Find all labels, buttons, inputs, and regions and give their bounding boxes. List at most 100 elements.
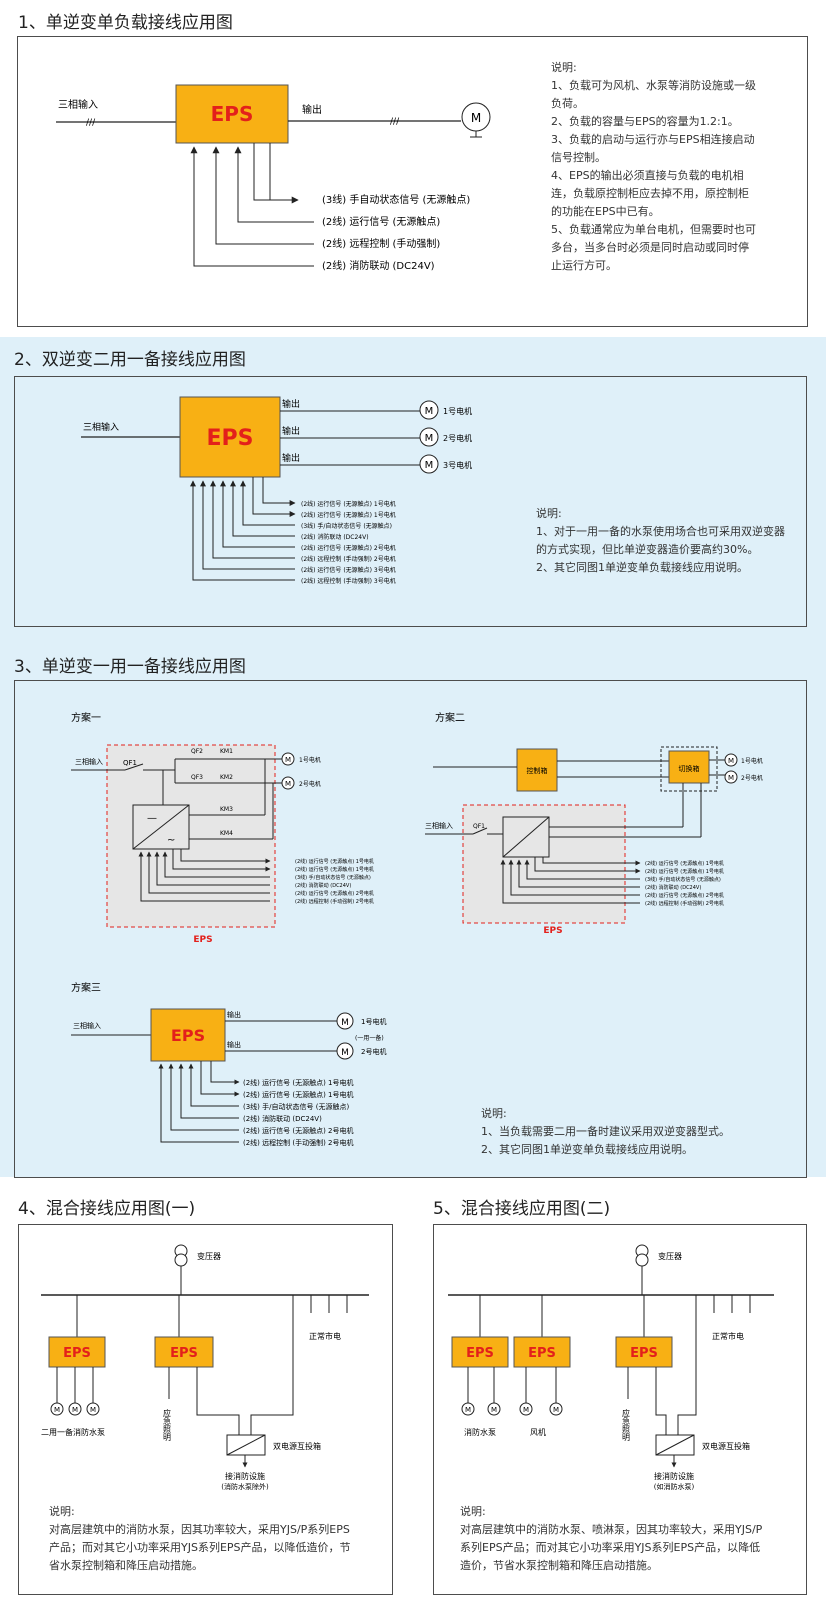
eps-dashed-area (106, 744, 276, 928)
svg-text:M: M (425, 460, 434, 471)
eps-box (154, 1336, 214, 1368)
motor-label: 3号电机 (443, 460, 472, 470)
svg-text:M: M (553, 1406, 559, 1414)
fire-fac-label: 接消防设施 (654, 1471, 694, 1481)
motor-icon (487, 1402, 501, 1416)
motor-icon (549, 1402, 563, 1416)
transformer-label: 变压器 (658, 1251, 682, 1261)
dual-box-label: 双电源互投箱 (702, 1441, 750, 1451)
output-label: 输出 (227, 1010, 241, 1019)
motor-icon (724, 753, 738, 767)
dual-box-label: 双电源互投箱 (273, 1441, 321, 1451)
motor-icon (461, 1402, 475, 1416)
plan-label: 方案三 (71, 981, 101, 994)
svg-text:M: M (341, 1018, 349, 1028)
section5-diagram: 变压器 正常市电 EPS EPS EPS M M M M 消防水泵 风机 应急照… (448, 1244, 774, 1491)
km-label: KM3 (220, 806, 233, 813)
fire-fac-label: 接消防设施 (225, 1471, 265, 1481)
section5-notes: 说明: 对高层建筑中的消防水泵、喷淋泵，因其功率较大，采用YJS/P系列EPS产… (460, 1503, 766, 1575)
section5-title: 5、混合接线应用图(二) (433, 1199, 611, 1219)
signal-text: (2线) 运行信号 (无源触点) (322, 215, 440, 228)
motor-icon (336, 1042, 354, 1060)
eps-label: EPS (543, 926, 562, 936)
eps-label: EPS (171, 1026, 205, 1045)
note-line: 1、对于一用一备的水泵使用场合也可采用双逆变器的方式实现，但比单逆变器造价要高约… (536, 525, 785, 556)
signal-text: (3线) 手/自动状态信号 (无源触点) (243, 1102, 349, 1111)
signal-text: (3线) 手/自动状态信号 (无源触点) (645, 876, 721, 883)
svg-text:M: M (90, 1406, 96, 1414)
signal-text: (2线) 消防联动 (DC24V) (301, 533, 369, 541)
svg-text:~: ~ (167, 835, 175, 846)
qf-label: QF2 (191, 748, 203, 755)
switch-box-label: 切换箱 (679, 764, 700, 773)
note-line: 3、负载的启动与运行亦与EPS相连接启动信号控制。 (551, 133, 755, 164)
svg-text:M: M (728, 774, 734, 782)
eps-box (513, 1336, 571, 1368)
signal-text: (2线) 消防联动 (DC24V) (645, 884, 701, 891)
signal-text: (3线) 手/自动状态信号 (无源触点) (301, 522, 392, 530)
eps-label: EPS (207, 426, 254, 451)
signal-text: (2线) 运行信号 (无源触点) 1号电机 (301, 500, 396, 508)
signal-text: (2线) 消防联动 (DC24V) (243, 1114, 322, 1123)
section5-panel: 变压器 正常市电 EPS EPS EPS M M M M 消防水泵 风机 应急照… (433, 1224, 807, 1595)
signal-text: (2线) 运行信号 (无源触点) 1号电机 (243, 1078, 354, 1087)
svg-text:M: M (425, 433, 434, 444)
section4-title: 4、混合接线应用图(一) (18, 1199, 196, 1219)
motor-icon (50, 1402, 64, 1416)
svg-text:M: M (491, 1406, 497, 1414)
signal-text: (2线) 消防联动 (DC24V) (295, 882, 351, 889)
signal-text: (2线) 运行信号 (无源触点) 2号电机 (243, 1126, 354, 1135)
eps-label: EPS (63, 1346, 91, 1361)
input-label: 三相输入 (425, 821, 453, 830)
note-line: 说明: (536, 507, 562, 520)
input-label: 三相输入 (75, 757, 103, 766)
svg-text:M: M (72, 1406, 78, 1414)
qf-label: QF1 (473, 823, 485, 830)
note-line: 5、负载通常应为单台电机，但需要时也可多台，当多台时必须是同时启动或同时停止运行… (551, 223, 756, 272)
motor-icon (281, 752, 295, 766)
section4-panel: 变压器 正常市电 EPS EPS M M M 二用一备消防水泵 应急照明 双电源… (18, 1224, 393, 1595)
section1-title: 1、单逆变单负载接线应用图 (18, 13, 233, 33)
motor-icon (336, 1012, 354, 1030)
section2-title: 2、双逆变二用一备接线应用图 (14, 350, 246, 370)
signal-text: (2线) 远程控制 (手动强制) 2号电机 (301, 555, 396, 563)
signal-text: (2线) 运行信号 (无源触点) 2号电机 (295, 890, 374, 897)
signal-text: (2线) 远程控制 (手动强制) 2号电机 (295, 898, 374, 905)
section4-notes: 说明: 对高层建筑中的消防水泵，因其功率较大，采用YJS/P系列EPS产品；而对… (49, 1503, 355, 1575)
signal-text: (2线) 消防联动 (DC24V) (322, 259, 435, 272)
mains-label: 正常市电 (712, 1331, 744, 1341)
emergency-label: 应急照明 (163, 1408, 172, 1442)
note-line: 2、其它同图1单逆变单负载接线应用说明。 (481, 1143, 693, 1156)
note-line: 对高层建筑中的消防水泵，因其功率较大，采用YJS/P系列EPS产品；而对其它小功… (49, 1523, 351, 1572)
note-line: 对高层建筑中的消防水泵、喷淋泵，因其功率较大，采用YJS/P系列EPS产品；而对… (460, 1523, 763, 1572)
qf-label: QF3 (191, 774, 203, 781)
motor-label: 2号电机 (443, 433, 472, 443)
eps-label: EPS (466, 1346, 494, 1361)
signal-text: (2线) 运行信号 (无源触点) 1号电机 (301, 511, 396, 519)
eps-box (150, 1008, 226, 1062)
motor-label: 2号电机 (741, 774, 763, 782)
mains-label: 正常市电 (309, 1331, 341, 1341)
signal-text: (2线) 远程控制 (手动强制) 2号电机 (645, 900, 724, 907)
control-box (516, 748, 558, 792)
section3-title: 3、单逆变一用一备接线应用图 (14, 657, 246, 677)
transformer-label: 变压器 (197, 1251, 221, 1261)
motor-icon (419, 427, 439, 447)
svg-text:M: M (425, 406, 434, 417)
control-box-label: 控制箱 (527, 766, 548, 775)
fire-pump-label: 二用一备消防水泵 (41, 1427, 105, 1437)
emergency-label: 应急照明 (622, 1408, 631, 1442)
km-label: KM4 (220, 830, 233, 837)
output-label: 输出 (282, 452, 300, 464)
switch-box (668, 750, 710, 784)
section2-notes: 说明: 1、对于一用一备的水泵使用场合也可采用双逆变器的方式实现，但比单逆变器造… (536, 505, 792, 577)
eps-label: EPS (193, 935, 212, 945)
fire-fac-label: (消防水泵除外) (221, 1482, 269, 1491)
note-line: 说明: (49, 1505, 75, 1518)
section2-diagram: 三相输入 EPS 输出 输出 输出 M M M 1号电机 2号电机 3号电机 (… (81, 396, 472, 585)
input-label: 三相输入 (83, 421, 119, 433)
section2-panel: 三相输入 EPS 输出 输出 输出 M M M 1号电机 2号电机 3号电机 (… (14, 376, 807, 627)
section3-panel: 方案一 EPS 三相输入 QF1 QF2 QF3 KM1 KM2 M M 1号电… (14, 680, 807, 1178)
signal-text: (2线) 运行信号 (无源触点) 1号电机 (645, 868, 724, 875)
p3-note: (一用一备) (355, 1034, 384, 1042)
